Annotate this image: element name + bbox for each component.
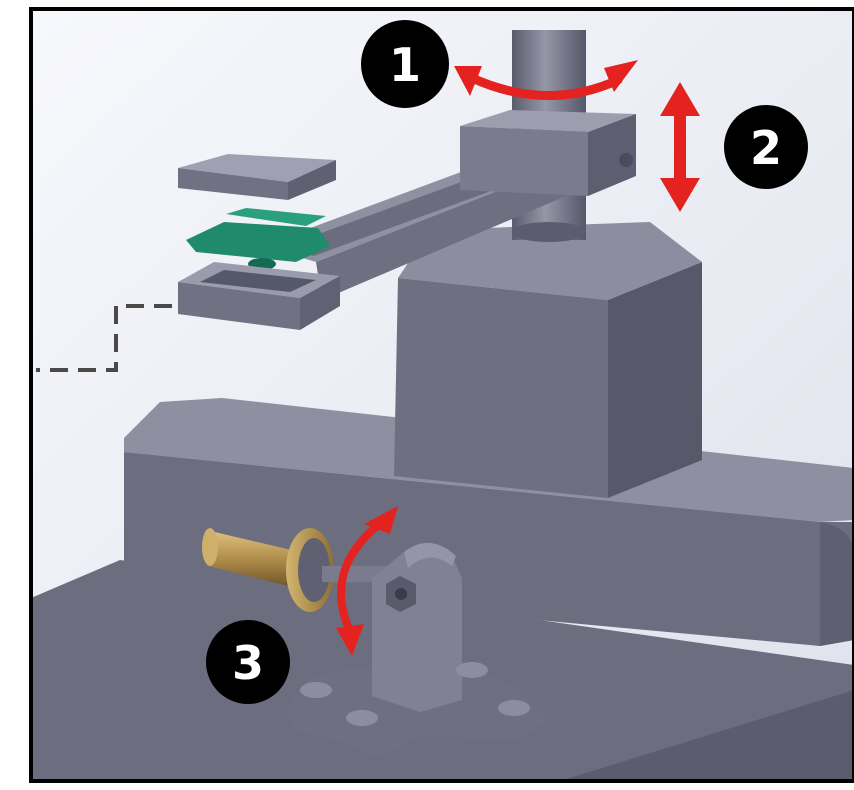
base-platform-corner	[820, 522, 854, 646]
pillow-block-arch	[404, 542, 456, 568]
callout-badge-2: 2	[724, 105, 808, 189]
sensor-cover-top	[178, 154, 336, 182]
sensor-housing-side	[300, 276, 340, 330]
bolt-head-1	[300, 682, 332, 698]
horizontal-arm-side	[316, 164, 566, 300]
clamp-block-top	[460, 110, 636, 132]
curved-double-arrow-icon-3	[337, 518, 386, 640]
sensor-cover-side	[288, 160, 336, 200]
callout-badge-1: 1	[361, 20, 449, 108]
arrow-3-head-top	[364, 506, 398, 534]
sensor-housing-cavity	[200, 270, 316, 292]
sensor-housing-front	[178, 282, 300, 330]
arrow-1-head-right	[604, 60, 638, 92]
callout-badge-3: 3	[206, 620, 290, 704]
brass-rotor-end	[202, 528, 218, 566]
callout-label-2: 2	[750, 121, 782, 175]
arrow-2-head-bottom	[660, 178, 700, 212]
callout-label-1: 1	[389, 38, 421, 92]
tower-block-top	[398, 222, 702, 300]
callout-label-3: 3	[232, 636, 264, 690]
pcb-board	[186, 222, 330, 262]
bolt-head-3	[456, 662, 488, 678]
pcb-connector	[226, 208, 326, 226]
arrow-2-head-top	[660, 82, 700, 116]
pillow-block-nut-hole	[395, 588, 407, 600]
vertical-double-arrow-icon	[674, 106, 686, 186]
brass-rotor-shaft	[203, 530, 300, 588]
bolt-head-4	[498, 700, 530, 716]
sensor-cover-front	[178, 168, 288, 200]
curved-double-arrow-icon	[467, 73, 623, 100]
table-surface-edge	[560, 690, 854, 781]
arrow-1-head-left	[454, 66, 482, 96]
vertical-post-base	[512, 222, 586, 242]
clamp-screw-icon	[619, 153, 633, 167]
clamp-block-front	[460, 126, 588, 196]
diagram-frame	[29, 7, 854, 783]
arrow-3-head-bottom	[336, 624, 364, 656]
tower-block-side	[608, 262, 702, 498]
tower-block-front	[394, 278, 608, 498]
pillow-block-upright	[372, 552, 462, 712]
bolt-head-2	[346, 710, 378, 726]
brass-rotor-disc-rim	[298, 538, 330, 602]
dashed-leader-line	[36, 304, 172, 372]
clamp-block-side	[588, 114, 636, 196]
